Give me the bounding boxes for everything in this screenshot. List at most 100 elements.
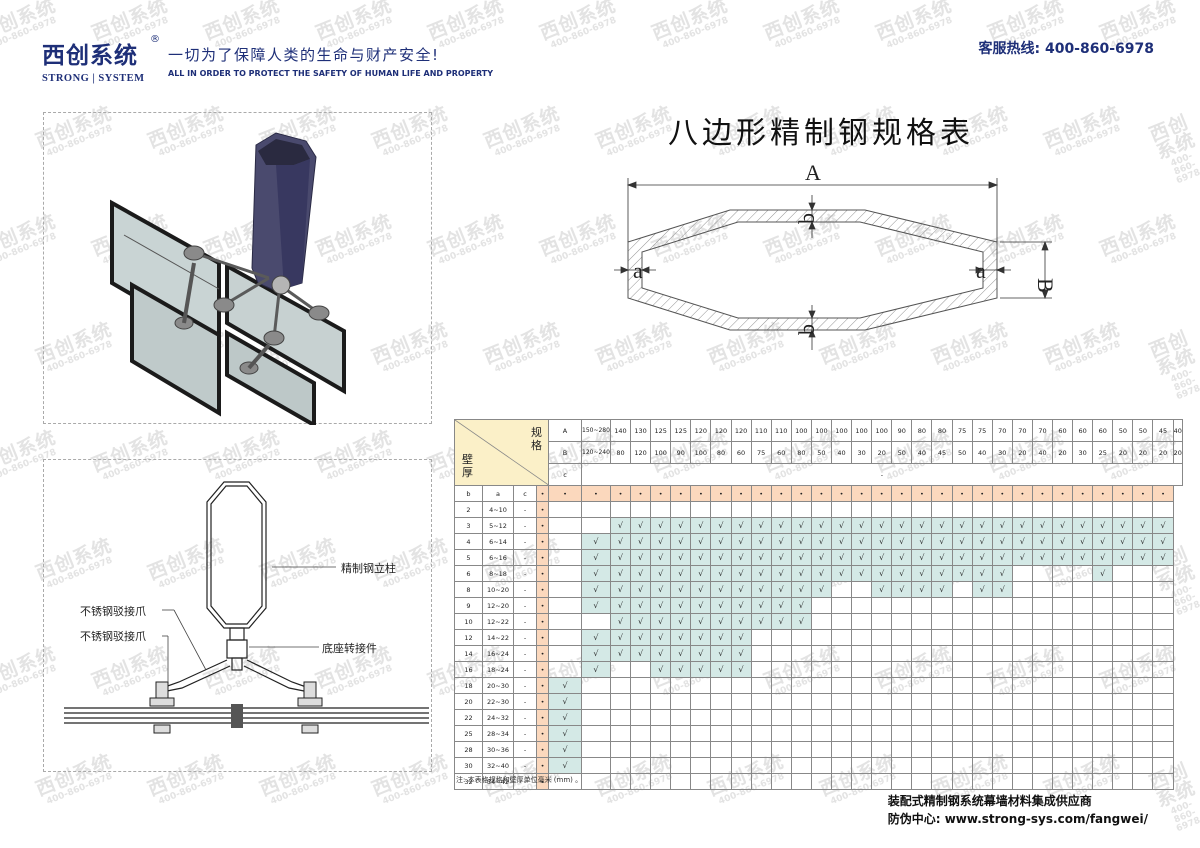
check-cell: √: [710, 629, 732, 646]
empty-cell: [891, 709, 913, 726]
empty-cell: [750, 501, 772, 518]
empty-cell: [891, 773, 913, 790]
empty-cell: [1031, 693, 1054, 710]
mark-cell: •: [1112, 485, 1134, 502]
empty-cell: [1152, 677, 1174, 694]
thickness-c-cell: -: [513, 741, 537, 758]
table-corner-cell: 规格壁厚: [454, 419, 549, 486]
brand-name-en: STRONG | SYSTEM: [42, 73, 145, 84]
empty-cell: [931, 709, 953, 726]
check-cell: √: [1031, 533, 1054, 550]
mark-cell: •: [1072, 485, 1094, 502]
empty-cell: [790, 677, 812, 694]
dim-B-cell: 30: [1072, 441, 1094, 464]
check-cell: √: [991, 565, 1013, 582]
check-cell: √: [971, 533, 993, 550]
empty-cell: [851, 709, 873, 726]
empty-cell: [911, 645, 933, 662]
check-cell: √: [548, 757, 582, 774]
empty-cell: [548, 501, 582, 518]
check-cell: √: [548, 741, 582, 758]
empty-cell: [750, 693, 772, 710]
empty-cell: [630, 725, 652, 742]
dim-A-cell: 150~280: [581, 419, 611, 442]
check-cell: √: [690, 565, 712, 582]
mark-cell: •: [536, 549, 549, 566]
dim-A-cell: 125: [650, 419, 672, 442]
empty-cell: [630, 677, 652, 694]
empty-cell: [1011, 741, 1033, 758]
check-cell: √: [581, 581, 611, 598]
check-cell: √: [871, 581, 893, 598]
check-cell: √: [630, 645, 652, 662]
mark-cell: •: [536, 597, 549, 614]
check-cell: √: [1152, 549, 1174, 566]
check-cell: √: [851, 517, 873, 534]
empty-cell: [971, 709, 993, 726]
check-cell: √: [891, 517, 913, 534]
check-cell: √: [670, 629, 692, 646]
empty-cell: [1011, 773, 1033, 790]
dim-B-cell: 50: [891, 441, 913, 464]
check-cell: √: [650, 581, 672, 598]
empty-cell: [670, 693, 692, 710]
empty-cell: [1092, 597, 1114, 614]
empty-cell: [971, 629, 993, 646]
mark-cell: •: [851, 485, 873, 502]
empty-cell: [1132, 661, 1154, 678]
empty-cell: [971, 613, 993, 630]
col-label-a: a: [482, 485, 514, 502]
dim-A-cell: 100: [851, 419, 873, 442]
check-cell: √: [650, 533, 672, 550]
empty-cell: [851, 725, 873, 742]
check-cell: √: [609, 645, 632, 662]
watermark-brand: 西创系统: [1146, 327, 1199, 381]
mark-cell: •: [536, 677, 549, 694]
check-cell: √: [1051, 533, 1074, 550]
mark-cell: •: [1152, 485, 1174, 502]
check-cell: √: [891, 533, 913, 550]
mark-cell: •: [730, 485, 752, 502]
check-cell: √: [810, 581, 832, 598]
check-cell: √: [1152, 533, 1174, 550]
check-cell: √: [991, 581, 1013, 598]
empty-cell: [851, 773, 873, 790]
empty-cell: [548, 645, 582, 662]
empty-cell: [991, 501, 1013, 518]
watermark-phone: 400-860-6978: [549, 15, 618, 52]
check-cell: √: [730, 565, 752, 582]
empty-cell: [710, 773, 732, 790]
watermark-phone: 400-860-6978: [269, 771, 338, 808]
mark-cell: •: [951, 485, 973, 502]
empty-cell: [830, 613, 853, 630]
empty-cell: [650, 741, 672, 758]
mark-cell: •: [770, 485, 792, 502]
thickness-b-cell: 18: [454, 677, 483, 694]
empty-cell: [991, 677, 1013, 694]
check-cell: √: [581, 661, 611, 678]
empty-cell: [770, 501, 792, 518]
empty-cell: [830, 581, 853, 598]
check-cell: √: [770, 581, 792, 598]
check-cell: √: [650, 661, 672, 678]
empty-cell: [851, 597, 873, 614]
check-cell: √: [971, 565, 993, 582]
thickness-b-cell: 10: [454, 613, 483, 630]
check-cell: √: [670, 517, 692, 534]
empty-cell: [609, 773, 632, 790]
empty-cell: [1031, 725, 1054, 742]
mark-cell: •: [1011, 485, 1033, 502]
empty-cell: [670, 725, 692, 742]
empty-cell: [750, 645, 772, 662]
empty-cell: [609, 741, 632, 758]
empty-cell: [891, 645, 913, 662]
empty-cell: [810, 757, 832, 774]
check-cell: √: [911, 517, 933, 534]
empty-cell: [1152, 613, 1174, 630]
empty-cell: [991, 629, 1013, 646]
mark-cell: •: [871, 485, 893, 502]
empty-cell: [911, 709, 933, 726]
check-cell: √: [581, 533, 611, 550]
